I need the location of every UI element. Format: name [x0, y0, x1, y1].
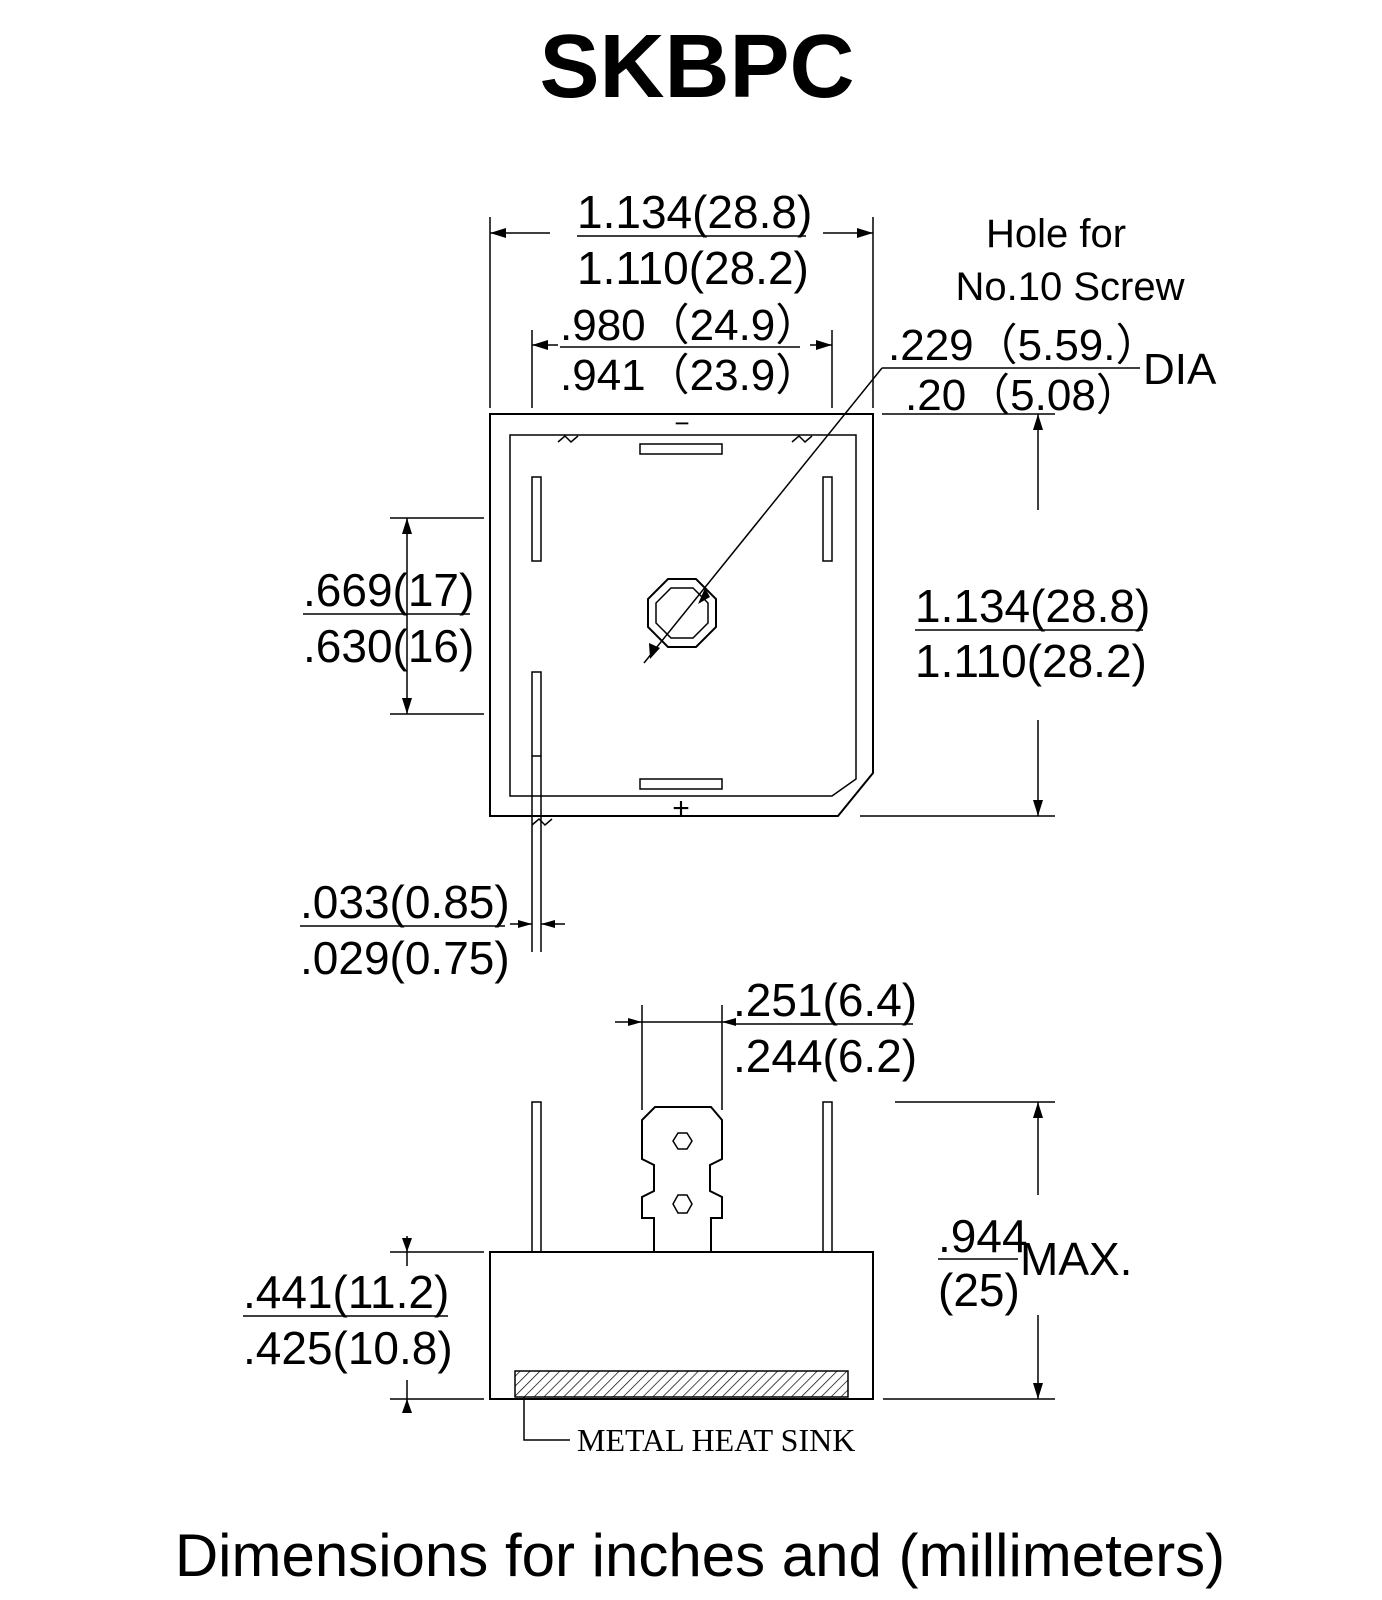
tab-hole-lower: [672, 1194, 693, 1214]
total-height-suffix: MAX.: [1020, 1233, 1132, 1285]
overall-height-min: 1.110(28.2): [915, 635, 1147, 687]
side-pin-right: [822, 1101, 833, 1253]
top-view: − +: [489, 367, 888, 952]
polarity-plus: +: [672, 792, 690, 825]
pin-spacing-min: .630(16): [303, 620, 474, 672]
metal-heat-sink: [514, 1370, 849, 1398]
terminal-left-upper: [531, 476, 542, 562]
hole-dimension: Hole for No.10 Screw .229（5.59.） .20（5.0…: [888, 212, 1217, 420]
overall-height-max: 1.134(28.8): [915, 580, 1150, 632]
tab-width-min: .244(6.2): [733, 1030, 917, 1082]
hole-note-line1: Hole for: [986, 212, 1126, 256]
heat-sink-label: METAL HEAT SINK: [577, 1422, 855, 1458]
total-height-dimension: .944 (25) MAX.: [883, 1101, 1132, 1400]
terminal-right: [822, 476, 833, 562]
part-title: SKBPC: [539, 17, 854, 117]
hole-dia-max: .229（5.59.）: [888, 321, 1160, 370]
hole-dia-min: .20（5.08）: [905, 371, 1140, 420]
pin-width-max: .033(0.85): [300, 876, 510, 928]
body-inner-outline: [509, 434, 857, 797]
pin-spacing-max: .669(17): [303, 564, 474, 616]
hole-leader-line: [643, 367, 883, 664]
pin-width-dimension: .033(0.85) .029(0.75): [300, 876, 565, 984]
ac-mark-left: [557, 434, 579, 444]
terminal-span-max: .980（24.9）: [560, 301, 819, 350]
tab-width-dimension: .251(6.4) .244(6.2): [615, 974, 917, 1110]
overall-height-dimension: 1.134(28.8) 1.110(28.2): [860, 413, 1150, 817]
center-tab: [641, 1106, 723, 1253]
body-height-max: .441(11.2): [243, 1266, 449, 1318]
overall-width-min: 1.110(28.2): [577, 242, 809, 294]
side-view: METAL HEAT SINK: [489, 1101, 874, 1458]
hole-dia-suffix: DIA: [1143, 345, 1217, 394]
terminal-bottom: [639, 778, 723, 790]
polarity-minus: −: [674, 408, 689, 438]
hole-leader-arrow: [698, 588, 710, 604]
mounting-hole-inner: [655, 587, 709, 639]
body-height-dimension: .441(11.2) .425(10.8): [243, 1236, 484, 1413]
hole-note-line2: No.10 Screw: [956, 265, 1185, 309]
body-outline: [489, 413, 874, 817]
total-height-min: (25): [938, 1264, 1020, 1316]
terminal-left-lower: [531, 671, 542, 757]
pin-width-min: .029(0.75): [300, 932, 510, 984]
terminal-span-dimension: .980（24.9） .941（23.9）: [531, 301, 833, 408]
ac-mark-bottom: [531, 817, 553, 827]
terminal-span-min: .941（23.9）: [560, 351, 819, 400]
mounting-hole-outer: [647, 578, 717, 648]
pin-spacing-dimension: .669(17) .630(16): [303, 517, 484, 715]
body-height-min: .425(10.8): [243, 1322, 453, 1374]
tab-hole-upper: [672, 1132, 693, 1150]
overall-width-max: 1.134(28.8): [577, 186, 812, 238]
ac-mark-right: [791, 434, 813, 444]
terminal-top: [639, 443, 723, 455]
total-height-max: .944: [938, 1210, 1028, 1262]
overall-width-dimension: 1.134(28.8) 1.110(28.2): [489, 186, 874, 408]
side-pin-left: [531, 1101, 542, 1253]
tab-width-max: .251(6.4): [733, 974, 917, 1026]
units-footnote: Dimensions for inches and (millimeters): [175, 1522, 1225, 1589]
